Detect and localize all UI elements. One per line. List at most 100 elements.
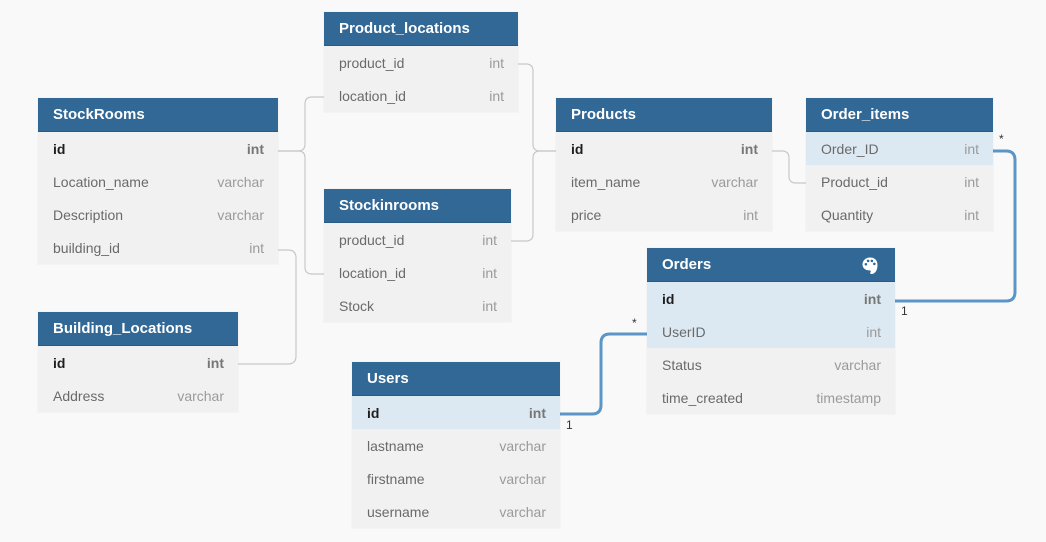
field-name: id (367, 404, 380, 421)
field-type: int (743, 206, 758, 223)
link-products-order-items (772, 150, 806, 184)
field-row[interactable]: location_id int (324, 79, 518, 112)
field-name: UserID (662, 323, 706, 340)
table-product-locations[interactable]: Product_locations product_id int locatio… (324, 12, 518, 112)
table-building-locations[interactable]: Building_Locations id int Address varcha… (38, 312, 238, 412)
field-type: int (246, 140, 264, 157)
field-type: int (482, 231, 497, 248)
field-type: int (482, 264, 497, 281)
field-name: product_id (339, 54, 405, 71)
field-row[interactable]: Description varchar (38, 198, 278, 231)
field-row[interactable]: lastname varchar (352, 429, 560, 462)
field-name: Stock (339, 297, 375, 314)
field-type: int (206, 354, 224, 371)
field-row[interactable]: price int (556, 198, 772, 231)
table-header[interactable]: Orders (647, 248, 895, 282)
field-type: varchar (177, 387, 224, 404)
field-row[interactable]: id int (647, 282, 895, 315)
field-row[interactable]: firstname varchar (352, 462, 560, 495)
field-name: Order_ID (821, 140, 879, 157)
field-name: product_id (339, 231, 405, 248)
field-row[interactable]: id int (556, 132, 772, 165)
field-row[interactable]: product_id int (324, 46, 518, 79)
table-header[interactable]: Products (556, 98, 772, 132)
field-name: Description (53, 206, 124, 223)
field-row[interactable]: Location_name varchar (38, 165, 278, 198)
field-type: int (740, 140, 758, 157)
field-type: varchar (711, 173, 758, 190)
field-name: lastname (367, 437, 424, 454)
link-orders-users (560, 332, 647, 416)
field-name: time_created (662, 389, 743, 406)
link-product-locations-stockrooms (278, 96, 324, 152)
cardinality-many-label: * (999, 132, 1004, 146)
field-name: id (571, 140, 584, 157)
field-name: item_name (571, 173, 641, 190)
field-row[interactable]: item_name varchar (556, 165, 772, 198)
field-row[interactable]: building_id int (38, 231, 278, 264)
field-row[interactable]: id int (38, 132, 278, 165)
field-type: int (528, 404, 546, 421)
palette-icon[interactable] (861, 256, 879, 274)
field-name: id (662, 290, 675, 307)
field-type: int (964, 206, 979, 223)
table-order-items[interactable]: Order_items Order_ID int Product_id int … (806, 98, 993, 231)
link-stockinrooms-products (511, 150, 556, 242)
table-header[interactable]: Building_Locations (38, 312, 238, 346)
field-row[interactable]: Order_ID int (806, 132, 993, 165)
cardinality-one-label: 1 (901, 304, 908, 318)
field-type: varchar (499, 503, 546, 520)
table-header[interactable]: Stockinrooms (324, 189, 511, 223)
field-type: varchar (499, 437, 546, 454)
field-row[interactable]: product_id int (324, 223, 511, 256)
field-name: Product_id (821, 173, 888, 190)
field-row[interactable]: id int (38, 346, 238, 379)
table-stockrooms[interactable]: StockRooms id int Location_name varchar … (38, 98, 278, 264)
table-products[interactable]: Products id int item_name varchar price … (556, 98, 772, 231)
cardinality-one-label: 1 (566, 418, 573, 432)
field-row[interactable]: time_created timestamp (647, 381, 895, 414)
table-header[interactable]: StockRooms (38, 98, 278, 132)
field-row[interactable]: location_id int (324, 256, 511, 289)
cardinality-many-label: * (632, 316, 637, 330)
table-users[interactable]: Users id int lastname varchar firstname … (352, 362, 560, 528)
table-header[interactable]: Order_items (806, 98, 993, 132)
field-row[interactable]: id int (352, 396, 560, 429)
field-name: location_id (339, 264, 406, 281)
field-type: int (489, 54, 504, 71)
field-row[interactable]: username varchar (352, 495, 560, 528)
field-type: int (964, 140, 979, 157)
field-name: location_id (339, 87, 406, 104)
field-type: int (489, 87, 504, 104)
field-name: firstname (367, 470, 425, 487)
field-type: int (249, 239, 264, 256)
field-row[interactable]: Status varchar (647, 348, 895, 381)
field-type: varchar (217, 173, 264, 190)
field-name: building_id (53, 239, 120, 256)
field-row[interactable]: Stock int (324, 289, 511, 322)
field-name: price (571, 206, 602, 223)
field-type: varchar (834, 356, 881, 373)
link-stockinrooms-stockrooms (278, 150, 324, 275)
field-name: id (53, 140, 66, 157)
field-type: int (964, 173, 979, 190)
table-stockinrooms[interactable]: Stockinrooms product_id int location_id … (324, 189, 511, 322)
field-row[interactable]: Address varchar (38, 379, 238, 412)
table-orders[interactable]: Orders id int UserID int Status varchar … (647, 248, 895, 414)
field-type: timestamp (816, 389, 881, 406)
table-header[interactable]: Users (352, 362, 560, 396)
field-type: varchar (499, 470, 546, 487)
table-header[interactable]: Product_locations (324, 12, 518, 46)
field-type: int (863, 290, 881, 307)
field-type: int (482, 297, 497, 314)
field-row[interactable]: Quantity int (806, 198, 993, 231)
link-product-locations-products (518, 63, 556, 152)
field-row[interactable]: UserID int (647, 315, 895, 348)
field-name: Location_name (53, 173, 149, 190)
field-type: varchar (217, 206, 264, 223)
field-name: Address (53, 387, 105, 404)
field-row[interactable]: Product_id int (806, 165, 993, 198)
field-name: Quantity (821, 206, 874, 223)
field-name: id (53, 354, 66, 371)
